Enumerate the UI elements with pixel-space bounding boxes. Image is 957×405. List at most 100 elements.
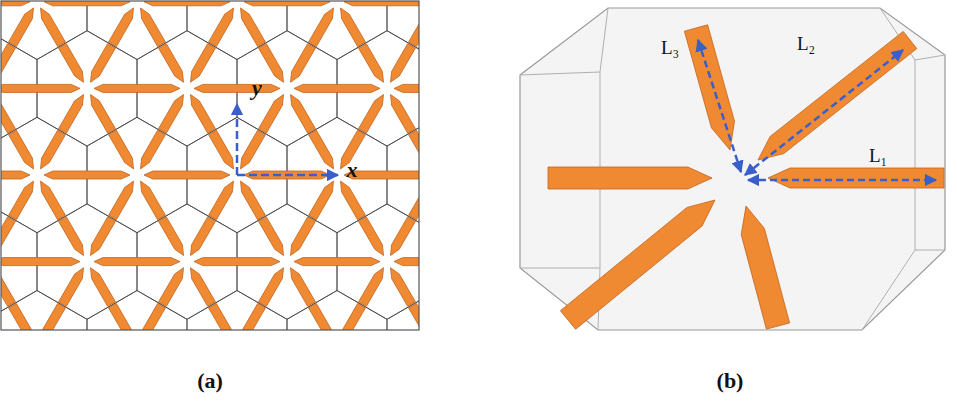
dipole-arm: [294, 84, 380, 92]
dipole-arm: [194, 258, 280, 266]
panel-label: (a): [197, 368, 223, 394]
cell-outline: [1, 291, 87, 331]
dipole-arm: [209, 130, 234, 169]
dipole-arm: [59, 95, 84, 134]
dipole-arm: [291, 268, 316, 307]
dipole-arm: [91, 44, 116, 83]
dipole-arm: [9, 130, 34, 169]
dipole-arm: [359, 95, 384, 134]
dipole-arm: [391, 268, 416, 307]
dipole-arm: [91, 268, 116, 307]
dipole-arm: [391, 95, 416, 134]
dipole-arm: [191, 44, 216, 83]
dipole-arm: [359, 268, 384, 307]
dipole-arm: [291, 217, 316, 256]
dipole-arm: [341, 8, 366, 47]
dipole-arm: [1, 258, 80, 266]
cell-outline: [87, 1, 187, 60]
dipole-arm: [244, 1, 330, 6]
dipole-arm: [141, 130, 166, 169]
dipole-arm: [159, 217, 184, 256]
dipole-arm: [94, 84, 180, 92]
dipole-arm: [241, 130, 266, 169]
axes: [237, 104, 338, 175]
dipole-arm: [41, 304, 66, 331]
dipole-arm: [144, 171, 230, 179]
dipole-arm: [44, 171, 130, 179]
dipole-arm: [91, 95, 116, 134]
dipole-arm: [209, 181, 234, 220]
dipole-arm: [9, 181, 34, 220]
dipole-arm: [41, 181, 66, 220]
dipole-arm: [44, 1, 130, 6]
dipole-arm: [684, 25, 734, 150]
dipole-arm: [109, 304, 134, 331]
dipole-arm: [391, 44, 416, 83]
dipole-arm: [41, 130, 66, 169]
dipole-arm: [109, 130, 134, 169]
dipole-arm: [309, 130, 334, 169]
dipole-arm: [341, 304, 366, 331]
dipole-arm: [1, 95, 15, 134]
axis-label: x: [347, 157, 358, 183]
dipole-arm: [391, 217, 416, 256]
dipole-arm: [191, 95, 216, 134]
dipole-arm: [1, 84, 80, 92]
dipole-arm: [141, 304, 166, 331]
dipole-arm: [141, 181, 166, 220]
dipole-arm: [94, 258, 180, 266]
dipole-arms: [1, 1, 419, 330]
dipole-arm: [159, 44, 184, 83]
panel-frame: [1, 1, 419, 330]
dipole-arm: [359, 217, 384, 256]
dipole-arm: [409, 304, 419, 331]
dipole-arm: [1, 217, 15, 256]
dipole-arm: [344, 1, 419, 6]
dipole-arm: [359, 44, 384, 83]
dipole-arm: [394, 258, 419, 266]
dipole-arm: [9, 8, 34, 47]
dipole-arm: [259, 268, 284, 307]
dipole-arm: [309, 8, 334, 47]
dipole-arm: [1, 1, 30, 6]
dipole-arm: [241, 181, 266, 220]
dipole-arm: [409, 181, 419, 220]
length-label: L₁: [869, 145, 887, 167]
panel-label: (b): [717, 368, 744, 394]
dipole-arm: [741, 206, 789, 329]
dipole-arm: [259, 217, 284, 256]
dipole-arm: [309, 304, 334, 331]
dipole-arm: [259, 44, 284, 83]
dipole-arm: [548, 167, 712, 189]
dipole-arm: [394, 84, 419, 92]
dipole-arm: [241, 304, 266, 331]
dipole-arm: [59, 217, 84, 256]
dipole-arm: [291, 95, 316, 134]
dipole-arm: [41, 8, 66, 47]
dipole-arm: [409, 8, 419, 47]
dipole-arm: [1, 268, 15, 307]
dipole-arm: [109, 8, 134, 47]
dipole-arm: [758, 31, 917, 160]
cell-outline: [287, 1, 387, 60]
unit-cell-grid: [1, 1, 419, 330]
unit-cell-arms: [548, 25, 944, 330]
dipole-arm: [159, 95, 184, 134]
dipole-arm: [209, 8, 234, 47]
unit-cell-box: [520, 8, 945, 330]
dipole-arm: [259, 95, 284, 134]
dipole-arm: [241, 8, 266, 47]
dipole-arm: [1, 171, 30, 179]
dipole-arm: [291, 44, 316, 83]
cell-outline: [187, 1, 287, 60]
dipole-arm: [768, 168, 944, 188]
length-arrows: [698, 40, 936, 180]
dipole-arm: [9, 304, 34, 331]
dipole-arm: [144, 1, 230, 6]
dipole-arm: [91, 217, 116, 256]
axis-label: y: [252, 75, 262, 101]
dipole-arm: [294, 258, 380, 266]
dipole-arm: [141, 8, 166, 47]
